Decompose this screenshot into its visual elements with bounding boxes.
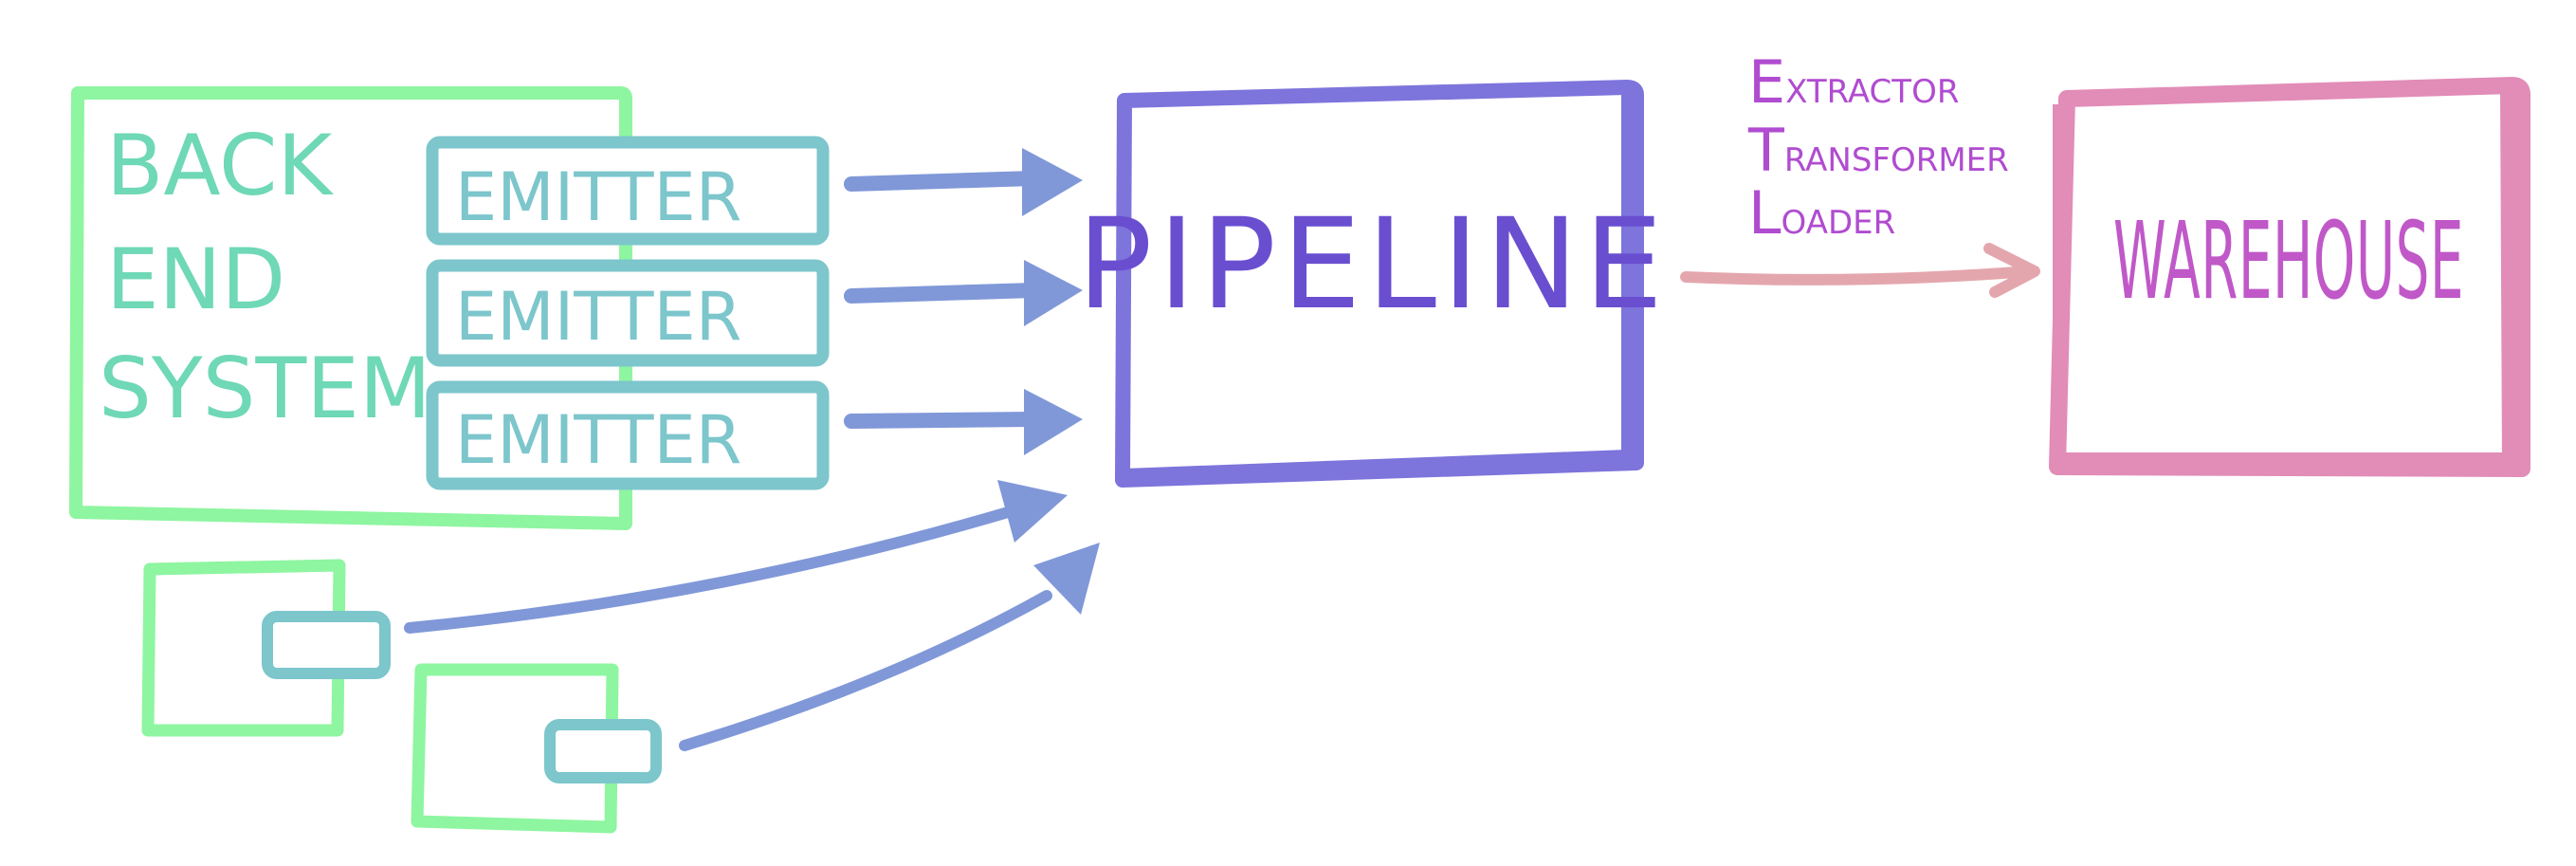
small-system-2 <box>411 663 662 834</box>
etl-arrow <box>1680 243 2040 298</box>
small-system-box <box>141 559 346 737</box>
warehouse-label: WAREHOUSE <box>2113 200 2464 323</box>
etl-initial: L <box>1748 178 1781 248</box>
arrow-shaft <box>844 283 1041 304</box>
pipeline-box-shadow <box>1124 91 1633 480</box>
etl-rest: OADER <box>1781 204 1896 242</box>
etl-initial: E <box>1748 47 1785 117</box>
emitter-arrows <box>404 148 1100 751</box>
etl-rest: XTRACTOR <box>1785 73 1959 111</box>
emitter-label: EMITTER <box>455 158 741 236</box>
small-system-box <box>411 663 619 834</box>
emitter-box <box>426 259 830 367</box>
emitter-box <box>426 380 830 490</box>
emitter-3: EMITTER <box>426 380 830 490</box>
pipeline: PIPELINE <box>1077 80 1669 488</box>
small-emitter-box <box>544 719 662 783</box>
arrow-emitter-2 <box>844 260 1083 326</box>
warehouse: WAREHOUSE <box>2049 77 2530 477</box>
warehouse-box <box>2049 77 2530 477</box>
etl-initial: T <box>1747 116 1785 185</box>
arrow-head <box>1983 243 2040 298</box>
arrow-shaft <box>1680 266 2035 286</box>
small-system-1 <box>141 559 391 737</box>
backend-system: BACK END SYSTEM EMITTER EMITTER EMITTER <box>69 86 830 530</box>
arrow-head <box>997 480 1068 543</box>
arrow-emitter-1 <box>844 148 1083 216</box>
arrow-head <box>1024 389 1083 455</box>
arrow-shaft <box>844 412 1041 429</box>
etl-annotation: EXTRACTOR TRANSFORMER LOADER <box>1680 47 2040 298</box>
etl-loader: LOADER <box>1748 178 1895 248</box>
emitter-1: EMITTER <box>426 136 830 246</box>
arrow-shaft <box>844 171 1041 192</box>
small-emitter-box <box>262 611 391 679</box>
backend-label-line-2: END <box>106 230 285 328</box>
backend-label-line-1: BACK <box>106 117 334 214</box>
etl-transformer: TRANSFORMER <box>1747 116 2009 185</box>
arrow-emitter-3 <box>844 389 1083 455</box>
backend-label-line-3: SYSTEM <box>99 340 431 437</box>
arrow-small-2 <box>679 543 1100 751</box>
arrow-shaft <box>404 505 1020 634</box>
arrow-head <box>1024 260 1083 326</box>
arrow-head <box>1033 543 1100 615</box>
etl-rest: RANSFORMER <box>1784 141 2009 179</box>
emitter-box <box>426 136 830 246</box>
warehouse-box-shadow <box>2053 88 2515 468</box>
arrow-head <box>1022 148 1083 216</box>
emitter-label: EMITTER <box>455 278 741 356</box>
arrow-shaft <box>679 590 1052 751</box>
etl-extractor: EXTRACTOR <box>1748 47 1959 117</box>
arrow-small-1 <box>404 480 1068 634</box>
emitter-label: EMITTER <box>455 401 741 479</box>
emitter-2: EMITTER <box>426 259 830 367</box>
pipeline-box <box>1115 80 1644 488</box>
pipeline-label: PIPELINE <box>1077 192 1669 338</box>
